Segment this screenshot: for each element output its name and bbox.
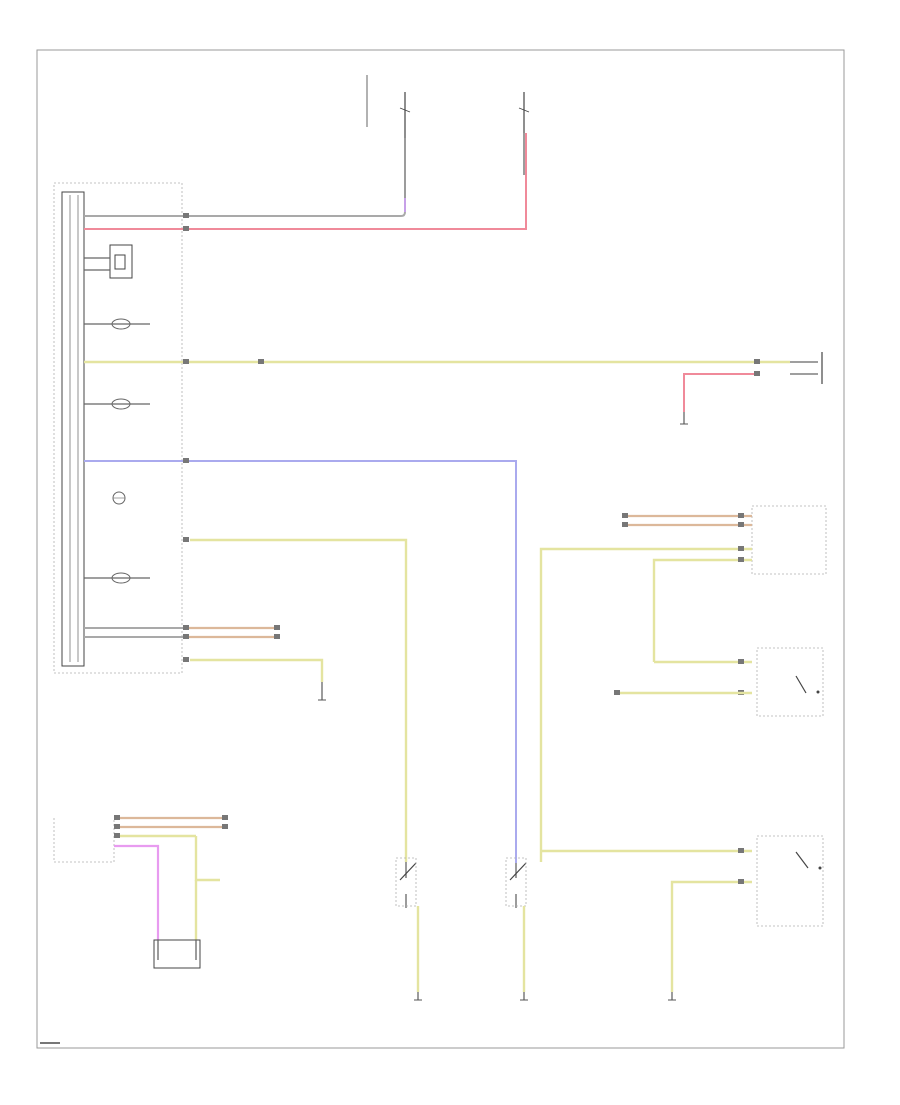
front-passenger-belt-switch bbox=[756, 835, 824, 927]
wire-driver-buckle bbox=[190, 538, 408, 862]
inline-connector-1 bbox=[183, 359, 760, 376]
fuse-left bbox=[366, 75, 411, 212]
wire-buckle-switch-blue bbox=[84, 460, 517, 863]
indicator-lamp-2 bbox=[84, 398, 150, 410]
driver-seat-belt-switch bbox=[153, 939, 201, 969]
wire-ignition-feed bbox=[84, 211, 406, 217]
instrument-cluster bbox=[53, 182, 183, 674]
passenger-occupant-sensor bbox=[614, 647, 824, 717]
passenger-buckle-switch bbox=[505, 857, 527, 1000]
wire-front-pass-ground bbox=[670, 880, 752, 992]
indicator-lamp-3 bbox=[112, 491, 126, 505]
cluster-connector-top bbox=[183, 213, 189, 231]
connector-front-pass bbox=[738, 848, 744, 853]
indicator-lamp-4 bbox=[84, 572, 150, 584]
wire-module-front bbox=[539, 547, 752, 862]
seat-sensor-component bbox=[790, 352, 823, 384]
driver-buckle-switch bbox=[395, 857, 420, 1000]
connector-blue bbox=[183, 458, 189, 463]
cluster-connector-bottom bbox=[183, 625, 280, 662]
connector-front-pass-2 bbox=[738, 879, 744, 884]
warning-indicator-module bbox=[84, 244, 133, 279]
wire-battery-feed bbox=[84, 133, 527, 230]
connector-yellow bbox=[183, 537, 189, 542]
wire-lower-ground bbox=[190, 658, 324, 682]
indicator-lamp-1 bbox=[84, 318, 150, 330]
driver-seat-module bbox=[53, 815, 228, 863]
fuse-right bbox=[518, 92, 530, 175]
wire-seat-position bbox=[194, 836, 220, 882]
ground-points bbox=[318, 423, 688, 1001]
diagram-border bbox=[36, 49, 845, 1049]
wire-sensor-return bbox=[683, 373, 754, 412]
wire-pink-driver bbox=[114, 844, 160, 940]
module-connector-mid bbox=[738, 546, 744, 695]
airbag-control-module bbox=[622, 505, 827, 575]
wire-module-rear bbox=[652, 558, 752, 662]
